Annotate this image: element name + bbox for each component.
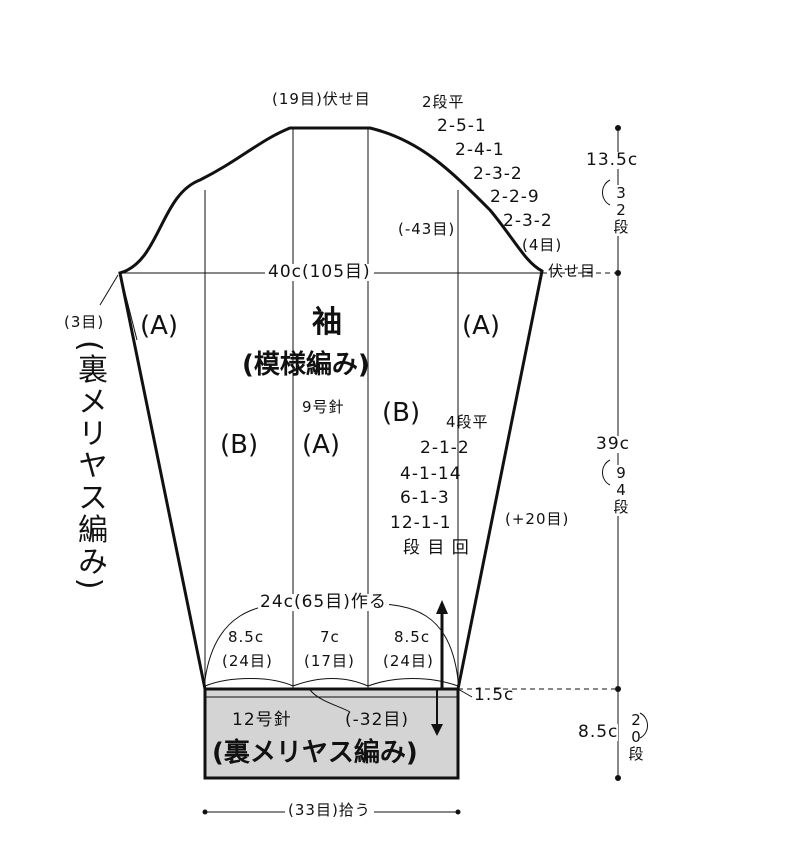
cuff-bracket xyxy=(639,712,648,739)
left-panel-a: (A) xyxy=(140,311,179,341)
decrease-leader xyxy=(309,689,351,713)
cast-on: 24c(65目)作る xyxy=(258,592,389,612)
left-vertical-pattern: (裏メリヤス編み) xyxy=(72,340,107,592)
cap-row-5: 2-3-2 xyxy=(503,211,553,231)
sleeve-outline xyxy=(118,126,544,690)
center-panel-a: (A) xyxy=(302,430,341,460)
side-cast-off-label: 伏せ目 xyxy=(548,262,597,280)
cap-row-4: 2-2-9 xyxy=(490,187,540,207)
cuff-pattern: (裏メリヤス編み) xyxy=(212,738,418,768)
pick-up-label: (33目)拾う xyxy=(285,803,374,818)
pickup-dot-left xyxy=(202,809,208,815)
right-edge-line xyxy=(527,272,543,341)
increase-row-2: 4-1-14 xyxy=(400,464,462,484)
cuff-height-right: 8.5c xyxy=(578,722,619,742)
sleeve-pattern: (模様編み) xyxy=(242,350,370,380)
increase-row-3: 6-1-3 xyxy=(400,488,450,508)
cuff-rows: 20段 xyxy=(628,711,644,763)
increase-header: 段 目 回 xyxy=(403,538,470,558)
center-right-panel-b: (B) xyxy=(382,398,421,428)
body-rows: 94段 xyxy=(612,464,630,516)
cap-row-2: 2-4-1 xyxy=(455,140,505,160)
needle-size: 9号針 xyxy=(302,398,345,416)
down-arrow-head xyxy=(431,724,443,736)
top-cast-off: (19目)伏せ目 xyxy=(272,90,371,108)
cap-rows: 32段 xyxy=(612,184,630,236)
left-edge-line xyxy=(119,272,138,341)
cuff-height-line xyxy=(457,688,473,698)
increase-total: (+20目) xyxy=(505,510,570,528)
cap-row-1: 2-5-1 xyxy=(437,116,487,136)
pickup-dot-right xyxy=(455,809,461,815)
center-left-panel-b: (B) xyxy=(220,430,259,460)
increase-row-1: 2-1-2 xyxy=(420,438,470,458)
cuff-height: 1.5c xyxy=(474,685,515,705)
cap-height: 13.5c xyxy=(586,150,639,170)
body-height: 39c xyxy=(596,434,630,454)
cap-bracket xyxy=(602,179,611,206)
cap-total: (-43目) xyxy=(398,220,456,238)
bottom-center-stitches: (17目) xyxy=(304,652,355,670)
side-cast-off-count: (4目) xyxy=(522,236,563,254)
bottom-right-width: 8.5c xyxy=(394,628,431,646)
body-bracket xyxy=(602,459,611,486)
bottom-center-width: 7c xyxy=(320,628,340,646)
bottom-left-width: 8.5c xyxy=(228,628,265,646)
left-stitches: (3目) xyxy=(64,313,105,331)
width-label: 40c(105目) xyxy=(265,264,374,281)
right-panel-a: (A) xyxy=(462,311,501,341)
bottom-right-stitches: (24目) xyxy=(383,652,434,670)
cap-decrease-label: 2段平 xyxy=(422,93,465,111)
bottom-arcs xyxy=(204,678,459,687)
cap-row-3: 2-3-2 xyxy=(473,164,523,184)
left-leader xyxy=(99,274,119,306)
bottom-left-stitches: (24目) xyxy=(222,652,273,670)
cuff-decrease: (-32目) xyxy=(345,710,410,730)
sleeve-title: 袖 xyxy=(312,305,342,340)
increase-label: 4段平 xyxy=(446,413,489,431)
cuff-needle: 12号針 xyxy=(232,710,292,730)
increase-row-4: 12-1-1 xyxy=(390,513,452,533)
up-arrow-head xyxy=(436,600,448,614)
